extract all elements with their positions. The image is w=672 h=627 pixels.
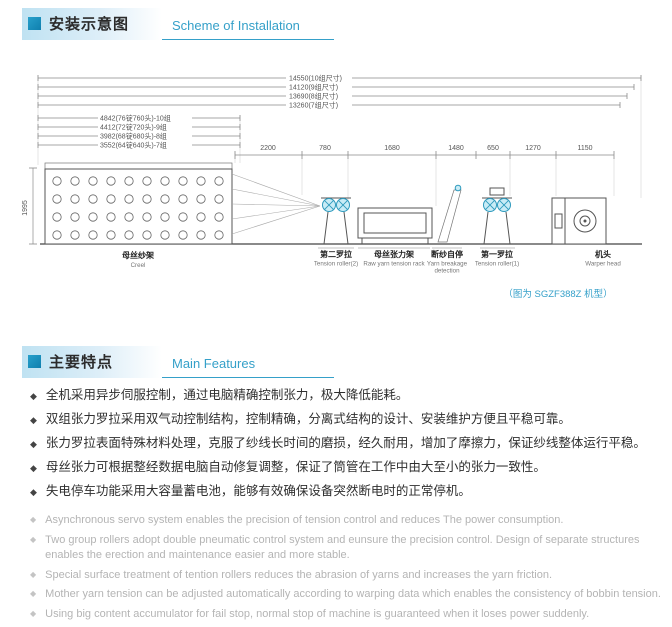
- dim-1480: 1480: [448, 145, 464, 152]
- diamond-bullet-icon: ◆: [30, 463, 37, 473]
- breakage-label-en-2: detection: [434, 268, 460, 275]
- diamond-bullet-icon: ◆: [30, 391, 37, 401]
- feature-text-en: Two group rollers adopt double pneumatic…: [45, 533, 640, 561]
- features-title-cn: 主要特点: [49, 354, 114, 371]
- dim-2200: 2200: [260, 145, 276, 152]
- feature-item: ◆ 双组张力罗拉采用双气动控制结构，控制精确，分离式结构的设计、安装维护方便且平…: [30, 412, 658, 428]
- feature-item-en: ◆ Two group rollers adopt double pneumat…: [30, 533, 662, 563]
- diamond-bullet-icon: ◆: [30, 569, 37, 579]
- dim-creel-9: 4412(72锭720头)-9组: [100, 123, 167, 132]
- creel-label-en: Creel: [131, 262, 146, 269]
- feature-list-cn: ◆ 全机采用异步伺服控制，通过电脑精确控制张力，极大降低能耗。 ◆ 双组张力罗拉…: [30, 388, 658, 508]
- feature-text: 失电停车功能采用大容量蓄电池，能够有效确保设备突然断电时的正常停机。: [45, 484, 471, 498]
- creel-label-cn: 母丝纱架: [122, 250, 154, 260]
- dim-1270: 1270: [525, 145, 541, 152]
- creel-dimension-lines: 4842(76锭760头)-10组 4412(72锭720头)-9组 3982(…: [37, 114, 241, 150]
- feature-text-en: Special surface treatment of tention rol…: [45, 568, 553, 581]
- extension-lines: [37, 75, 642, 206]
- creel-bobbin-holes: [52, 176, 224, 240]
- tension-roller-1: [482, 187, 512, 245]
- section-header-features: 主要特点 Main Features: [22, 346, 334, 378]
- raw-yarn-tension-rack: [357, 207, 433, 244]
- section-header-installation: 安装示意图 Scheme of Installation: [22, 8, 334, 40]
- dim-total-8: 13690(8组尺寸): [289, 92, 338, 101]
- dim-1995: 1995: [22, 200, 29, 216]
- feature-item-en: ◆ Asynchronous servo system enables the …: [30, 513, 662, 528]
- roller2-label-en: Tension roller(2): [314, 261, 358, 268]
- diamond-bullet-icon: ◆: [30, 609, 37, 619]
- dim-total-10: 14550(10组尺寸): [289, 74, 342, 83]
- header-underline: Main Features: [162, 355, 334, 378]
- diamond-bullet-icon: ◆: [30, 439, 37, 449]
- feature-list-en: ◆ Asynchronous servo system enables the …: [30, 513, 662, 627]
- yarn-threads: [231, 173, 321, 235]
- rack-label-en: Raw yarn tension rack: [363, 261, 425, 268]
- roller2-label-cn: 第二罗拉: [320, 249, 352, 259]
- dim-total-7: 13260(7组尺寸): [289, 101, 338, 110]
- dim-creel-7: 3552(64锭640头)-7组: [100, 141, 167, 150]
- feature-text-en: Mother yarn tension can be adjusted auto…: [45, 588, 661, 601]
- dim-creel-10: 4842(76锭760头)-10组: [100, 114, 171, 123]
- feature-text-en: Using big content accumulator for fail s…: [45, 608, 590, 621]
- feature-item: ◆ 全机采用异步伺服控制，通过电脑精确控制张力，极大降低能耗。: [30, 388, 658, 404]
- blue-square-bullet-icon: [28, 355, 41, 368]
- component-labels: 母丝纱架 Creel 第二罗拉 Tension roller(2) 母丝张力架 …: [122, 247, 621, 275]
- dim-650: 650: [487, 145, 499, 152]
- diamond-bullet-icon: ◆: [30, 415, 37, 425]
- feature-item-en: ◆ Using big content accumulator for fail…: [30, 607, 662, 622]
- feature-text: 双组张力罗拉采用双气动控制结构，控制精确，分离式结构的设计、安装维护方便且平稳可…: [45, 412, 571, 426]
- feature-text-en: Asynchronous servo system enables the pr…: [45, 514, 564, 526]
- dim-1680: 1680: [384, 145, 400, 152]
- installation-diagram: 14550(10组尺寸) 14120(9组尺寸) 13690(8组尺寸) 132…: [22, 74, 642, 300]
- yarn-breakage-detection: [437, 184, 462, 243]
- diamond-bullet-icon: ◆: [30, 515, 37, 524]
- roller1-label-cn: 第一罗拉: [481, 249, 513, 259]
- top-dimension-lines: 14550(10组尺寸) 14120(9组尺寸) 13690(8组尺寸) 132…: [37, 74, 642, 110]
- chain-dimension-line: 2200 780 1680 1480 650 1270 1150: [234, 145, 615, 159]
- header-title-band: 主要特点: [22, 346, 162, 378]
- dim-total-9: 14120(9组尺寸): [289, 83, 338, 92]
- installation-title-en: Scheme of Installation: [172, 18, 300, 33]
- breakage-label-cn: 断纱自停: [431, 249, 463, 259]
- diamond-bullet-icon: ◆: [30, 487, 37, 497]
- diamond-bullet-icon: ◆: [30, 589, 37, 599]
- head-label-en: Warper head: [585, 261, 621, 268]
- dim-1150: 1150: [577, 145, 592, 152]
- dim-creel-8: 3982(68锭680头)-8组: [100, 132, 167, 141]
- tension-roller-2: [321, 197, 351, 245]
- dim-780: 780: [319, 145, 331, 152]
- feature-text: 母丝张力可根据整经数据电脑自动修复调整，保证了筒管在工作中由大至小的张力一致性。: [45, 460, 546, 474]
- model-note: （图为 SGZF388Z 机型）: [503, 288, 612, 300]
- header-underline: Scheme of Installation: [162, 17, 334, 40]
- header-title-band: 安装示意图: [22, 8, 162, 40]
- warper-head: [551, 197, 607, 245]
- feature-item-en: ◆ Mother yarn tension can be adjusted au…: [30, 587, 662, 602]
- head-label-cn: 机头: [595, 249, 611, 259]
- installation-title-cn: 安装示意图: [49, 16, 130, 33]
- height-dimension: 1995: [22, 167, 37, 245]
- features-title-en: Main Features: [172, 356, 256, 371]
- feature-text: 全机采用异步伺服控制，通过电脑精确控制张力，极大降低能耗。: [45, 388, 409, 402]
- feature-item-en: ◆ Special surface treatment of tention r…: [30, 568, 662, 583]
- breakage-label-en-1: Yarn breakage: [427, 261, 468, 268]
- rack-label-cn: 母丝张力架: [374, 249, 414, 259]
- feature-item: ◆ 张力罗拉表面特殊材料处理，克服了纱线长时间的磨损，经久耐用，增加了摩擦力，保…: [30, 436, 658, 452]
- diamond-bullet-icon: ◆: [30, 534, 37, 544]
- roller1-label-en: Tension roller(1): [475, 261, 519, 268]
- creel: [44, 162, 233, 245]
- feature-item: ◆ 失电停车功能采用大容量蓄电池，能够有效确保设备突然断电时的正常停机。: [30, 484, 658, 500]
- blue-square-bullet-icon: [28, 17, 41, 30]
- feature-text: 张力罗拉表面特殊材料处理，克服了纱线长时间的磨损，经久耐用，增加了摩擦力，保证纱…: [45, 436, 646, 450]
- feature-item: ◆ 母丝张力可根据整经数据电脑自动修复调整，保证了筒管在工作中由大至小的张力一致…: [30, 460, 658, 476]
